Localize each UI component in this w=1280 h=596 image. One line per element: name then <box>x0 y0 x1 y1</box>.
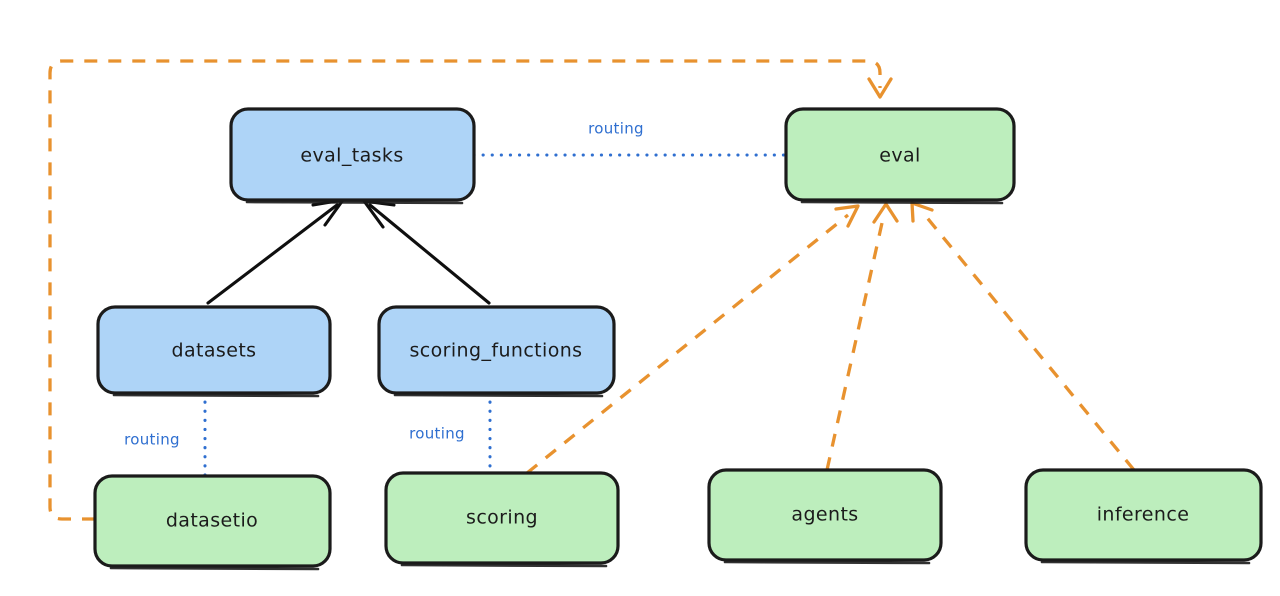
node-agents-shadow <box>723 560 931 565</box>
node-scoring[interactable]: scoring <box>384 471 620 568</box>
arrowhead-agents-eval <box>872 202 899 224</box>
node-scoring-functions-shape <box>377 305 616 395</box>
node-inference-shadow <box>1040 560 1251 565</box>
arrowhead-scoring-eval <box>834 204 860 228</box>
edge-scoring-functions-eval-tasks <box>362 199 491 305</box>
node-eval[interactable]: eval <box>784 107 1016 205</box>
arrowhead-datasetio-eval <box>867 77 893 99</box>
node-scoring-shape <box>384 471 620 565</box>
node-datasets-shadow <box>112 393 320 398</box>
node-scoring-functions-label: scoring_functions <box>410 340 583 362</box>
edge-label-routing-datasets-datasetio: routing <box>124 431 180 449</box>
node-scoring-functions[interactable]: scoring_functions <box>377 305 616 398</box>
node-eval-label: eval <box>879 145 920 167</box>
node-datasetio-shadow <box>109 566 320 571</box>
edge-agents-eval <box>825 202 899 471</box>
edge-label-routing-eval-tasks-eval: routing <box>588 120 644 138</box>
node-inference-shape <box>1024 468 1263 562</box>
node-eval-tasks-label: eval_tasks <box>300 145 403 167</box>
node-eval-tasks[interactable]: eval_tasks <box>229 107 476 205</box>
node-scoring-functions-shadow <box>393 393 604 398</box>
edge-label-routing-scoring-functions-scoring: routing <box>409 425 465 443</box>
node-layer: eval_tasks eval datasets scoring_functio… <box>93 107 1263 571</box>
node-datasets[interactable]: datasets <box>96 305 332 398</box>
node-datasets-label: datasets <box>172 340 257 362</box>
edge-inference-eval <box>910 201 1136 472</box>
node-datasetio-label: datasetio <box>166 510 258 532</box>
node-inference-label: inference <box>1097 504 1190 526</box>
node-datasets-shape <box>96 305 332 395</box>
node-scoring-label: scoring <box>466 507 538 529</box>
node-eval-tasks-shape <box>229 107 476 202</box>
node-datasetio[interactable]: datasetio <box>93 474 332 571</box>
edge-layer <box>48 59 1136 521</box>
node-datasetio-shape <box>93 474 332 568</box>
node-eval-shape <box>784 107 1016 202</box>
node-scoring-shadow <box>400 563 608 568</box>
node-eval-tasks-shadow <box>245 200 464 205</box>
node-agents-label: agents <box>791 504 858 526</box>
node-inference[interactable]: inference <box>1024 468 1263 565</box>
node-agents-shape <box>707 468 943 562</box>
node-eval-shadow <box>800 200 1004 205</box>
edge-label-layer: routing routing routing <box>124 120 644 449</box>
edge-scoring-eval <box>525 204 860 475</box>
edge-datasets-eval-tasks <box>206 198 345 305</box>
edge-datasetio-eval <box>48 59 893 521</box>
node-agents[interactable]: agents <box>707 468 943 565</box>
